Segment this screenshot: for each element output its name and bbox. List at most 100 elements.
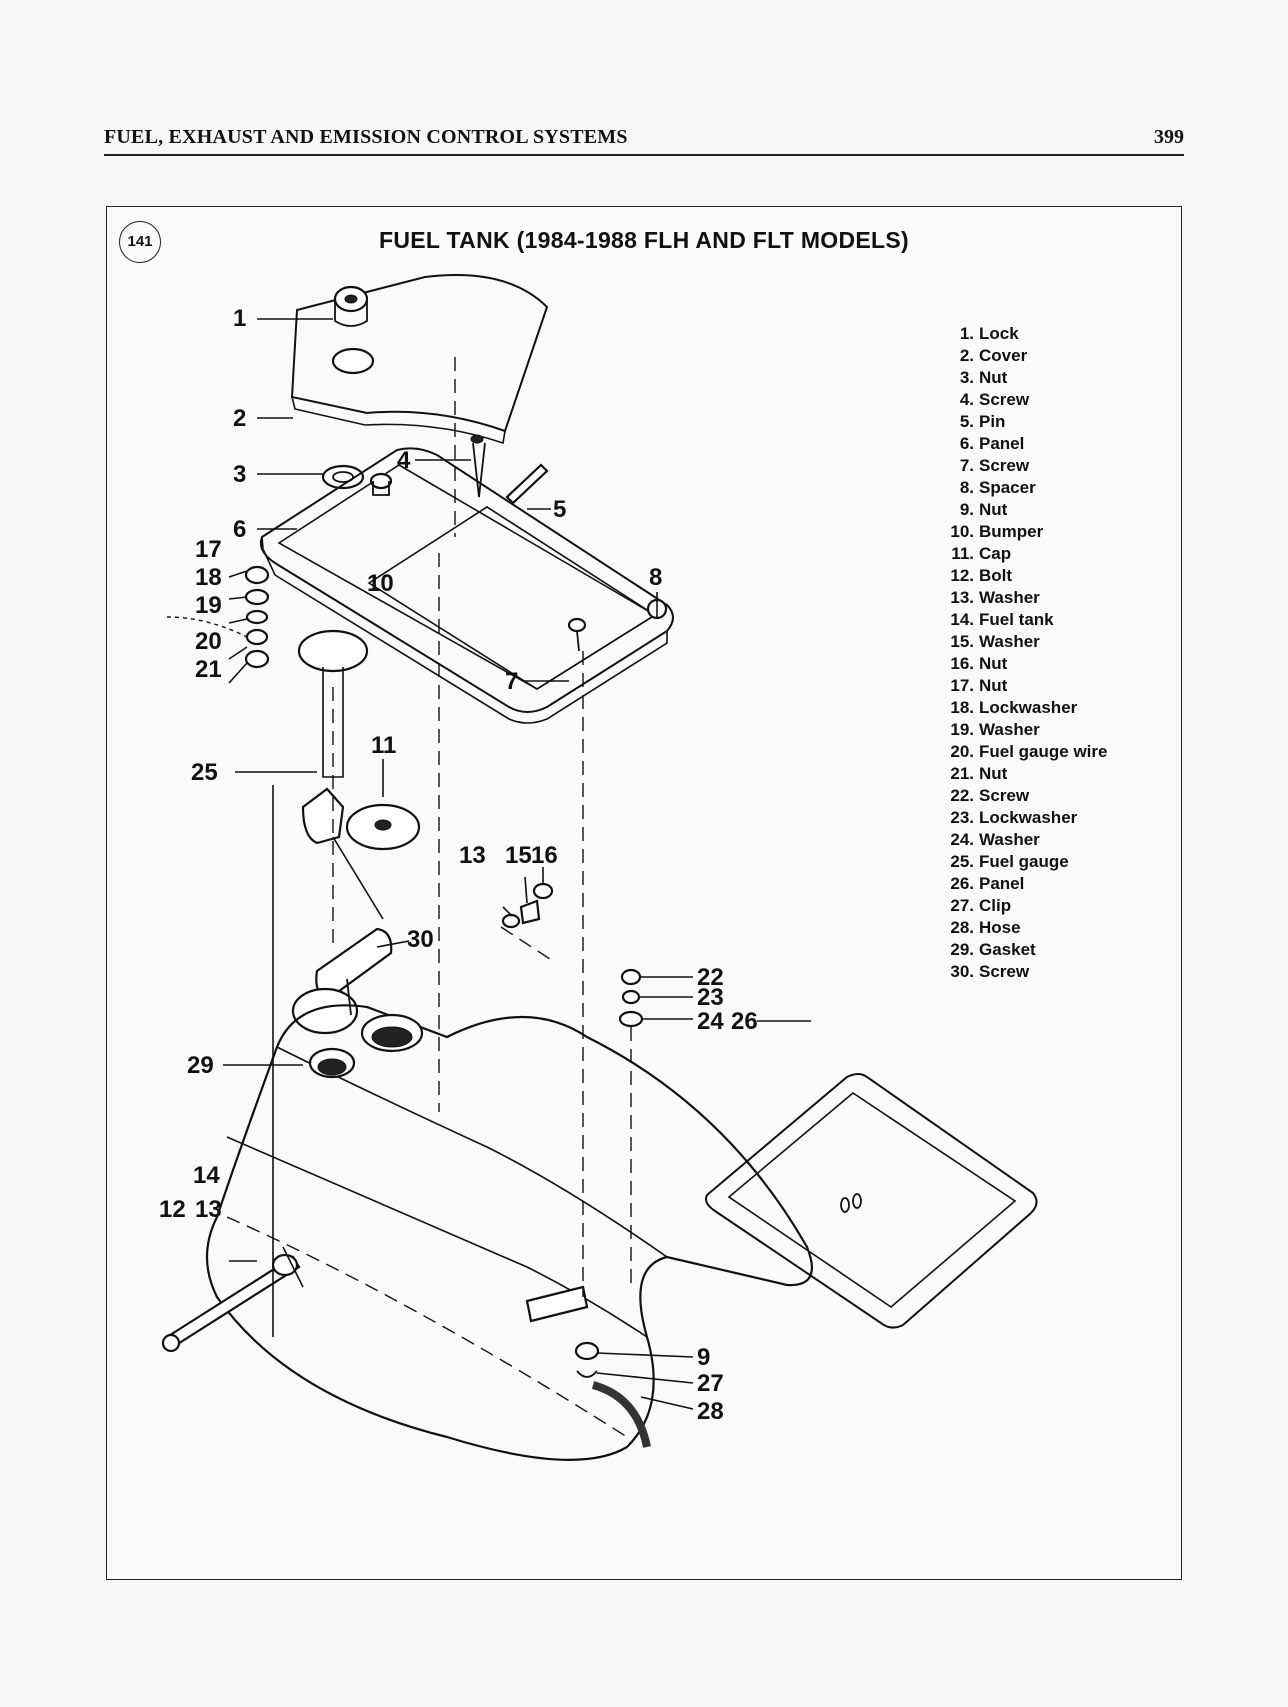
legend-item: 27. Clip (943, 895, 1107, 917)
callout-26: 26 (731, 1008, 758, 1035)
legend-item-number: 28. (950, 918, 974, 937)
legend-item-label: Fuel gauge (979, 852, 1069, 871)
legend-item-number: 30. (950, 962, 974, 981)
legend-item-label: Screw (979, 786, 1030, 805)
legend-item-label: Bolt (979, 566, 1013, 585)
legend-item-number: 22. (950, 786, 974, 805)
nut-clip-hose-9-27-28 (574, 1341, 651, 1448)
legend-item-label: Washer (979, 632, 1040, 651)
nut-part-3 (321, 464, 365, 490)
callout-1: 1 (233, 305, 246, 332)
legend-item: 17. Nut (943, 675, 1107, 697)
callout-25: 25 (191, 759, 218, 786)
bumper-part-10 (369, 472, 393, 496)
legend-item: 21.Nut (943, 763, 1107, 785)
legend-item-number: 7. (959, 456, 974, 475)
legend-item-number: 17. (950, 676, 974, 695)
legend-item-label: Pin (979, 412, 1006, 431)
legend-item-number: 14. (950, 610, 974, 629)
exploded-view-drawing: 1 2 3 4 5 6 7 8 10 11 17 18 19 20 21 25 … (159, 274, 1038, 1461)
legend-item-label: Nut (979, 368, 1008, 387)
legend-item-label: Washer (979, 830, 1040, 849)
legend-item-number: 6. (959, 434, 974, 453)
legend-item: 26.Panel (943, 873, 1107, 895)
callout-10: 10 (367, 570, 394, 597)
callout-6: 6 (233, 516, 246, 543)
legend-item-label: Cap (979, 544, 1012, 563)
legend-item: 8.Spacer (943, 477, 1107, 499)
callout-21: 21 (195, 656, 222, 683)
legend-item-label: Hose (979, 918, 1021, 937)
legend-item: 1. Lock (943, 323, 1107, 345)
callout-11: 11 (371, 732, 396, 759)
legend-item: 2.Cover (943, 345, 1107, 367)
callout-29: 29 (187, 1052, 214, 1079)
callout-24: 24 (697, 1008, 724, 1035)
callout-7: 7 (505, 668, 518, 695)
assembly-line-13-15-16 (500, 926, 554, 962)
legend-item: 6.Panel (943, 433, 1107, 455)
legend-item: 9. Nut (943, 499, 1107, 521)
callout-12: 12 (159, 1196, 186, 1223)
callout-28: 28 (697, 1398, 724, 1425)
panel-part-26 (705, 1073, 1038, 1329)
legend-item: 12. Bolt (943, 565, 1107, 587)
legend-item: 4.Screw (943, 389, 1107, 411)
cap-part-11 (345, 803, 421, 851)
legend-item-label: Screw (979, 390, 1030, 409)
legend-item-label: Washer (979, 720, 1040, 739)
sender-and-gasket-29-30 (291, 927, 393, 1035)
legend-item-label: Fuel gauge wire (979, 742, 1108, 761)
hardware-stack-17-21 (166, 565, 270, 669)
legend-item-number: 1. (959, 324, 974, 343)
legend-item: 14.Fuel tank (943, 609, 1107, 631)
section-title: FUEL, EXHAUST AND EMISSION CONTROL SYSTE… (104, 126, 628, 148)
legend-item-label: Nut (979, 654, 1008, 673)
callout-27: 27 (697, 1370, 724, 1397)
legend-item: 10. Bumper (943, 521, 1107, 543)
legend-item-number: 8. (959, 478, 974, 497)
legend-item: 11.Cap (943, 543, 1107, 565)
lock-bezel (331, 347, 375, 375)
legend-item-label: Nut (979, 676, 1008, 695)
bolt-part-12 (161, 1253, 301, 1353)
legend-item: 15.Washer (943, 631, 1107, 653)
legend-item: 3.Nut (943, 367, 1107, 389)
legend-item-label: Lock (979, 324, 1019, 343)
legend-item-label: Lockwasher (979, 698, 1078, 717)
callout-4: 4 (397, 447, 411, 474)
legend-item: 23. Lockwasher (943, 807, 1107, 829)
hardware-22-24 (618, 968, 644, 1028)
hardware-13-15-16 (501, 882, 554, 929)
legend-item-label: Clip (979, 896, 1012, 915)
callout-5: 5 (553, 496, 566, 523)
legend-item-number: 29. (950, 940, 974, 959)
legend-item-number: 20. (950, 742, 974, 761)
legend-item: 16. Nut (943, 653, 1107, 675)
legend-item-number: 5. (959, 412, 974, 431)
legend-item-number: 25. (950, 852, 974, 871)
legend-item-number: 12. (950, 566, 974, 585)
legend-item: 28. Hose (943, 917, 1107, 939)
figure-frame: 141 FUEL TANK (1984-1988 FLH AND FLT MOD… (106, 206, 1182, 1580)
legend-item-label: Nut (979, 500, 1008, 519)
legend-item-label: Lockwasher (979, 808, 1078, 827)
legend-item-number: 18. (950, 698, 974, 717)
callout-30: 30 (407, 926, 434, 953)
lock-part-1 (333, 285, 369, 327)
callout-3: 3 (233, 461, 246, 488)
callout-8: 8 (649, 564, 662, 591)
legend-item-label: Bumper (979, 522, 1044, 541)
callout-20: 20 (195, 628, 222, 655)
legend-item-number: 10. (950, 522, 974, 541)
nut-part-3-hole (332, 471, 354, 483)
legend-item-number: 9. (959, 500, 974, 519)
legend-item: 19.Washer (943, 719, 1107, 741)
legend-item-number: 27. (950, 896, 974, 915)
legend-item-number: 16. (950, 654, 974, 673)
callout-23: 23 (697, 984, 724, 1011)
legend-item-number: 23. (950, 808, 974, 827)
legend-item: 7.Screw (943, 455, 1107, 477)
legend-item-number: 13. (950, 588, 974, 607)
